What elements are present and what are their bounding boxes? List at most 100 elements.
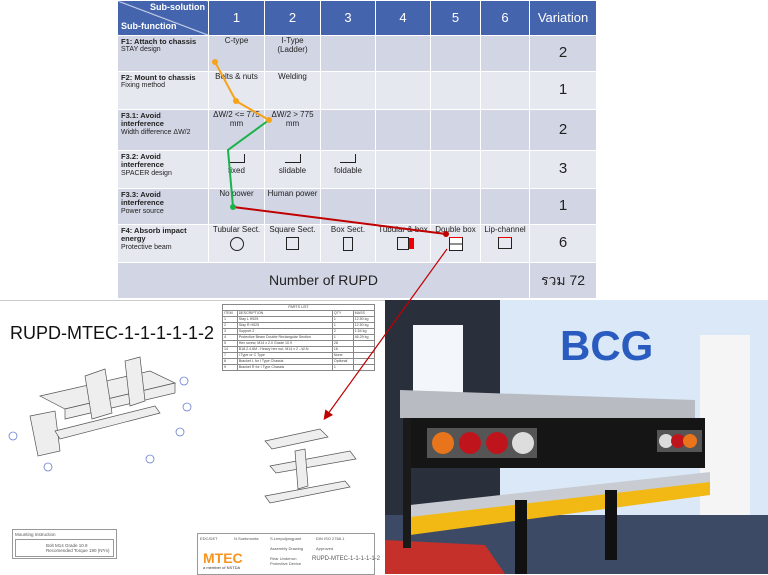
subfunction-subtitle: Fixing method — [121, 82, 165, 90]
option-cell — [375, 150, 431, 189]
option-label: Box Sect. — [330, 225, 366, 234]
col-header: 4 — [375, 0, 431, 36]
option-cell: ΔW/2 > 775 mm — [264, 109, 321, 151]
option-cell — [430, 188, 481, 225]
option-cell — [430, 71, 481, 110]
subfunction-header: Sub-function — [121, 21, 177, 32]
option-cell: Box Sect. — [320, 224, 376, 263]
option-cell — [320, 109, 376, 151]
rupd-photo-illustration: BCG — [385, 300, 768, 574]
option-label: Tubular & box — [378, 225, 428, 234]
option-cell: Tubular Sect. — [208, 224, 265, 263]
lip-channel-icon — [498, 236, 512, 249]
assembly-illustration — [8, 356, 357, 504]
variation-count: 1 — [529, 71, 597, 110]
drawing-title: RUPD-MTEC-1-1-1-1-1-2 — [10, 323, 215, 343]
mounting-instruction: Mounting Instruction Bolt M14 Grade 10.9… — [12, 529, 117, 559]
subfunction-title: F3.2: Avoid interference — [121, 152, 164, 170]
tb-description: Rear Underrun Protective Device — [270, 556, 302, 566]
option-cell: ΔW/2 <= 775 mm — [208, 109, 265, 151]
box-section-icon — [343, 236, 353, 251]
total-value: รวม 72 — [529, 262, 597, 299]
option-label: ΔW/2 > 775 mm — [271, 110, 314, 128]
option-cell: fixed — [208, 150, 265, 189]
subfunction-title: F2: Mount to chassis — [121, 73, 196, 82]
subfunction-title: F1: Attach to chassis — [121, 37, 197, 46]
subfunction-subtitle: Power source — [121, 207, 164, 215]
option-label: Bolts & nuts — [215, 72, 258, 81]
option-label: Human power — [267, 189, 318, 198]
tubular-box-icon — [397, 236, 409, 250]
mounting-bolt: Bolt M14 Grade 10.9 — [46, 543, 88, 548]
title-block: EDC/DET N.Suebmunta S.Leepuljungpant DIN… — [197, 533, 380, 575]
col-header: 1 — [208, 0, 265, 36]
subfunction-subtitle: STAY design — [121, 46, 161, 54]
option-label: C-type — [224, 36, 249, 45]
option-cell — [375, 71, 431, 110]
option-cell: Lip-channel — [480, 224, 530, 263]
variation-count: 6 — [529, 224, 597, 263]
option-cell: Tubular & box — [375, 224, 431, 263]
variation-count: 3 — [529, 150, 597, 189]
subfunction-title: F3.1: Avoid interference — [121, 111, 164, 129]
tb-approved-by: S.Leepuljungpant — [270, 536, 302, 541]
option-cell — [480, 71, 530, 110]
option-label: fixed — [228, 165, 245, 175]
col-header: 3 — [320, 0, 376, 36]
option-cell — [320, 188, 376, 225]
spacer-icon — [284, 154, 301, 163]
tb-drawn-by: N.Suebmunta — [234, 536, 259, 541]
tb-standard: DIN ISO 2768-1 — [316, 536, 345, 541]
option-label: foldable — [333, 165, 363, 175]
option-label: Tubular Sect. — [212, 225, 261, 234]
tb-doc-status: Approved — [316, 546, 334, 551]
option-cell: foldable — [320, 150, 376, 189]
tb-number: RUPD-MTEC-1-1-1-1-1-2 — [312, 556, 381, 562]
double-box-icon — [448, 236, 463, 251]
tubular-section-icon — [229, 236, 244, 251]
option-label: slidable — [278, 165, 307, 175]
tb-doc-type: Assembly Drawing — [270, 546, 304, 551]
option-label: Square Sect. — [269, 225, 316, 234]
option-label: Lip-channel — [484, 225, 526, 234]
subfunction-title: F4: Absorb impact energy — [121, 226, 187, 244]
option-cell: Square Sect. — [264, 224, 321, 263]
variation-header: Variation — [529, 0, 597, 36]
subfunction-subtitle: Protective beam — [121, 243, 172, 251]
option-cell — [480, 150, 530, 189]
option-label: No power — [219, 189, 254, 198]
option-cell — [480, 188, 530, 225]
option-cell: Double box — [430, 224, 481, 263]
subfunction-subtitle: SPACER design — [121, 169, 172, 177]
option-cell — [320, 35, 376, 72]
spacer-icon — [228, 154, 245, 163]
option-cell — [430, 109, 481, 151]
bcg-backdrop-text: BCG — [560, 322, 653, 369]
variation-count: 2 — [529, 109, 597, 151]
option-label: Welding — [278, 72, 307, 81]
option-cell — [430, 35, 481, 72]
col-header: 6 — [480, 0, 530, 36]
option-cell: I-Type (Ladder) — [264, 35, 321, 72]
subsolution-header: Sub-solution — [150, 2, 205, 12]
option-cell — [480, 35, 530, 72]
col-header: 2 — [264, 0, 321, 36]
total-label: Number of RUPD — [117, 262, 530, 299]
col-header: 5 — [430, 0, 481, 36]
option-cell: C-type — [208, 35, 265, 72]
option-cell — [375, 35, 431, 72]
